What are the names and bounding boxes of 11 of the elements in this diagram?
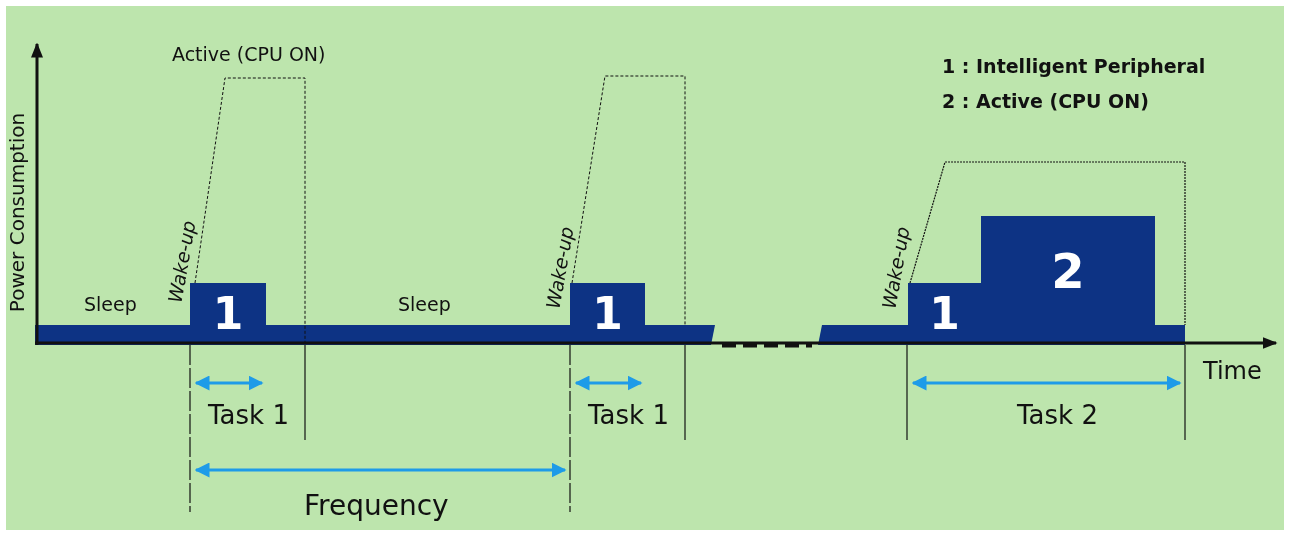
- key-text: 2 : Active (CPU ON): [942, 91, 1149, 113]
- dimension-label: Task 1: [208, 401, 289, 431]
- power-block: 2: [981, 216, 1155, 326]
- state-label: Active (CPU ON): [172, 44, 326, 66]
- key-text: 1 : Intelligent Peripheral: [942, 56, 1206, 78]
- dimension-label: Task 1: [588, 401, 669, 431]
- axis-title: Power Consumption: [5, 112, 29, 312]
- dimension-label: Task 2: [1017, 401, 1098, 431]
- state-label: Sleep: [398, 294, 451, 316]
- dimension-label: Frequency: [304, 490, 449, 523]
- axis-title: Time: [1203, 358, 1262, 386]
